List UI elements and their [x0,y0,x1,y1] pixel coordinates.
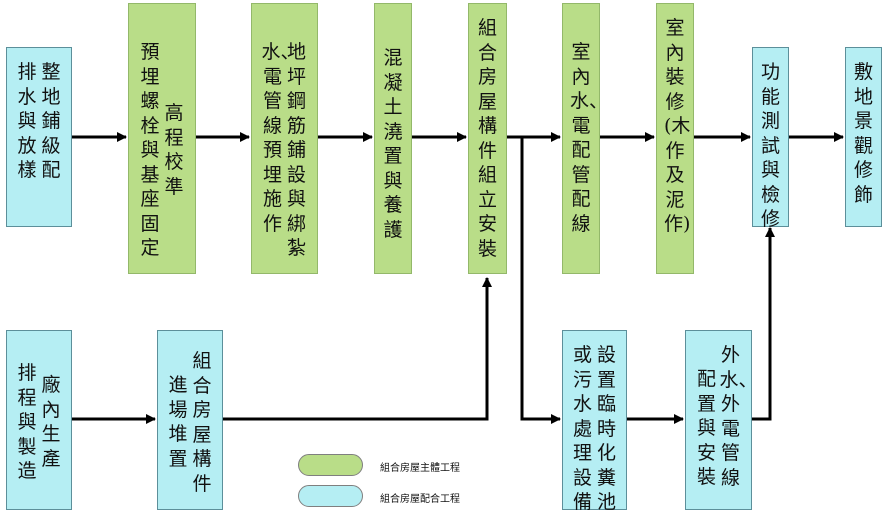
box-level-calibration-line-2: 預埋螺栓與基座固定 [140,41,160,259]
box-concrete-line-1: 混凝土澆置與養護 [383,47,403,241]
legend-swatch-main [298,454,363,476]
box-outdoor-utility-line-2: 配置與安裝 [696,368,716,488]
box-level-calibration: 高程校準 預埋螺栓與基座固定 [128,3,196,274]
box-outdoor-utility-line-1: 外水、外電管線 [719,344,758,489]
box-floor-rebar-line-2: 水、電管線預埋施作 [261,41,300,235]
box-delivery: 組合房屋構件 進場堆置 [157,330,223,510]
legend-label-main: 組合房屋主體工程 [380,463,460,474]
arrow-delivery-to-assembly [223,277,492,421]
box-assembly-line-1: 組合房屋構件組立安裝 [477,17,497,260]
box-temp-septic: 設置臨時化糞池 或污水處理設備 [562,330,627,513]
box-floor-rebar: 地坪鋼筋鋪設與綁紮 水、電管線預埋施作 [251,3,318,274]
box-testing: 功能測試與檢修 [752,47,789,230]
box-indoor-utility-line-1: 室內水、電配管配線 [570,41,609,235]
box-outdoor-utility: 外水、外電管線 配置與安裝 [685,330,758,510]
arrow-outdoor-to-testing [752,227,775,421]
box-site-prep-line-1: 整地鋪級配 [41,61,61,181]
box-landscape-line-1: 敷地景觀修飾 [853,61,873,206]
box-level-calibration-line-1: 高程校準 [164,102,184,198]
box-landscape: 敷地景觀修飾 [845,47,882,227]
box-testing-line-1: 功能測試與檢修 [760,61,780,230]
box-delivery-line-1: 組合房屋構件 [192,350,212,495]
box-site-prep-line-2: 排水與放樣 [17,61,37,181]
box-indoor-utility: 室內水、電配管配線 [562,3,609,274]
box-factory: 廠內生產 排程與製造 [6,330,72,510]
box-temp-septic-line-1: 設置臨時化糞池 [596,344,616,513]
box-site-prep: 整地鋪級配 排水與放樣 [6,47,72,227]
box-factory-line-1: 廠內生產 [41,374,61,470]
legend-swatch-support [298,485,363,507]
box-assembly: 組合房屋構件組立安裝 [468,3,507,274]
arrow-assembly-to-septic [520,137,561,424]
box-temp-septic-line-2: 或污水處理設備 [572,344,592,513]
box-interior-line-1: 室內裝修(木作及泥作) [664,17,691,235]
legend-label-support: 組合房屋配合工程 [380,494,460,505]
box-delivery-line-2: 進場堆置 [168,374,188,470]
box-interior: 室內裝修(木作及泥作) [656,3,694,274]
box-floor-rebar-line-1: 地坪鋼筋鋪設與綁紮 [286,41,306,259]
box-factory-line-2: 排程與製造 [17,362,37,482]
box-concrete: 混凝土澆置與養護 [374,3,412,274]
